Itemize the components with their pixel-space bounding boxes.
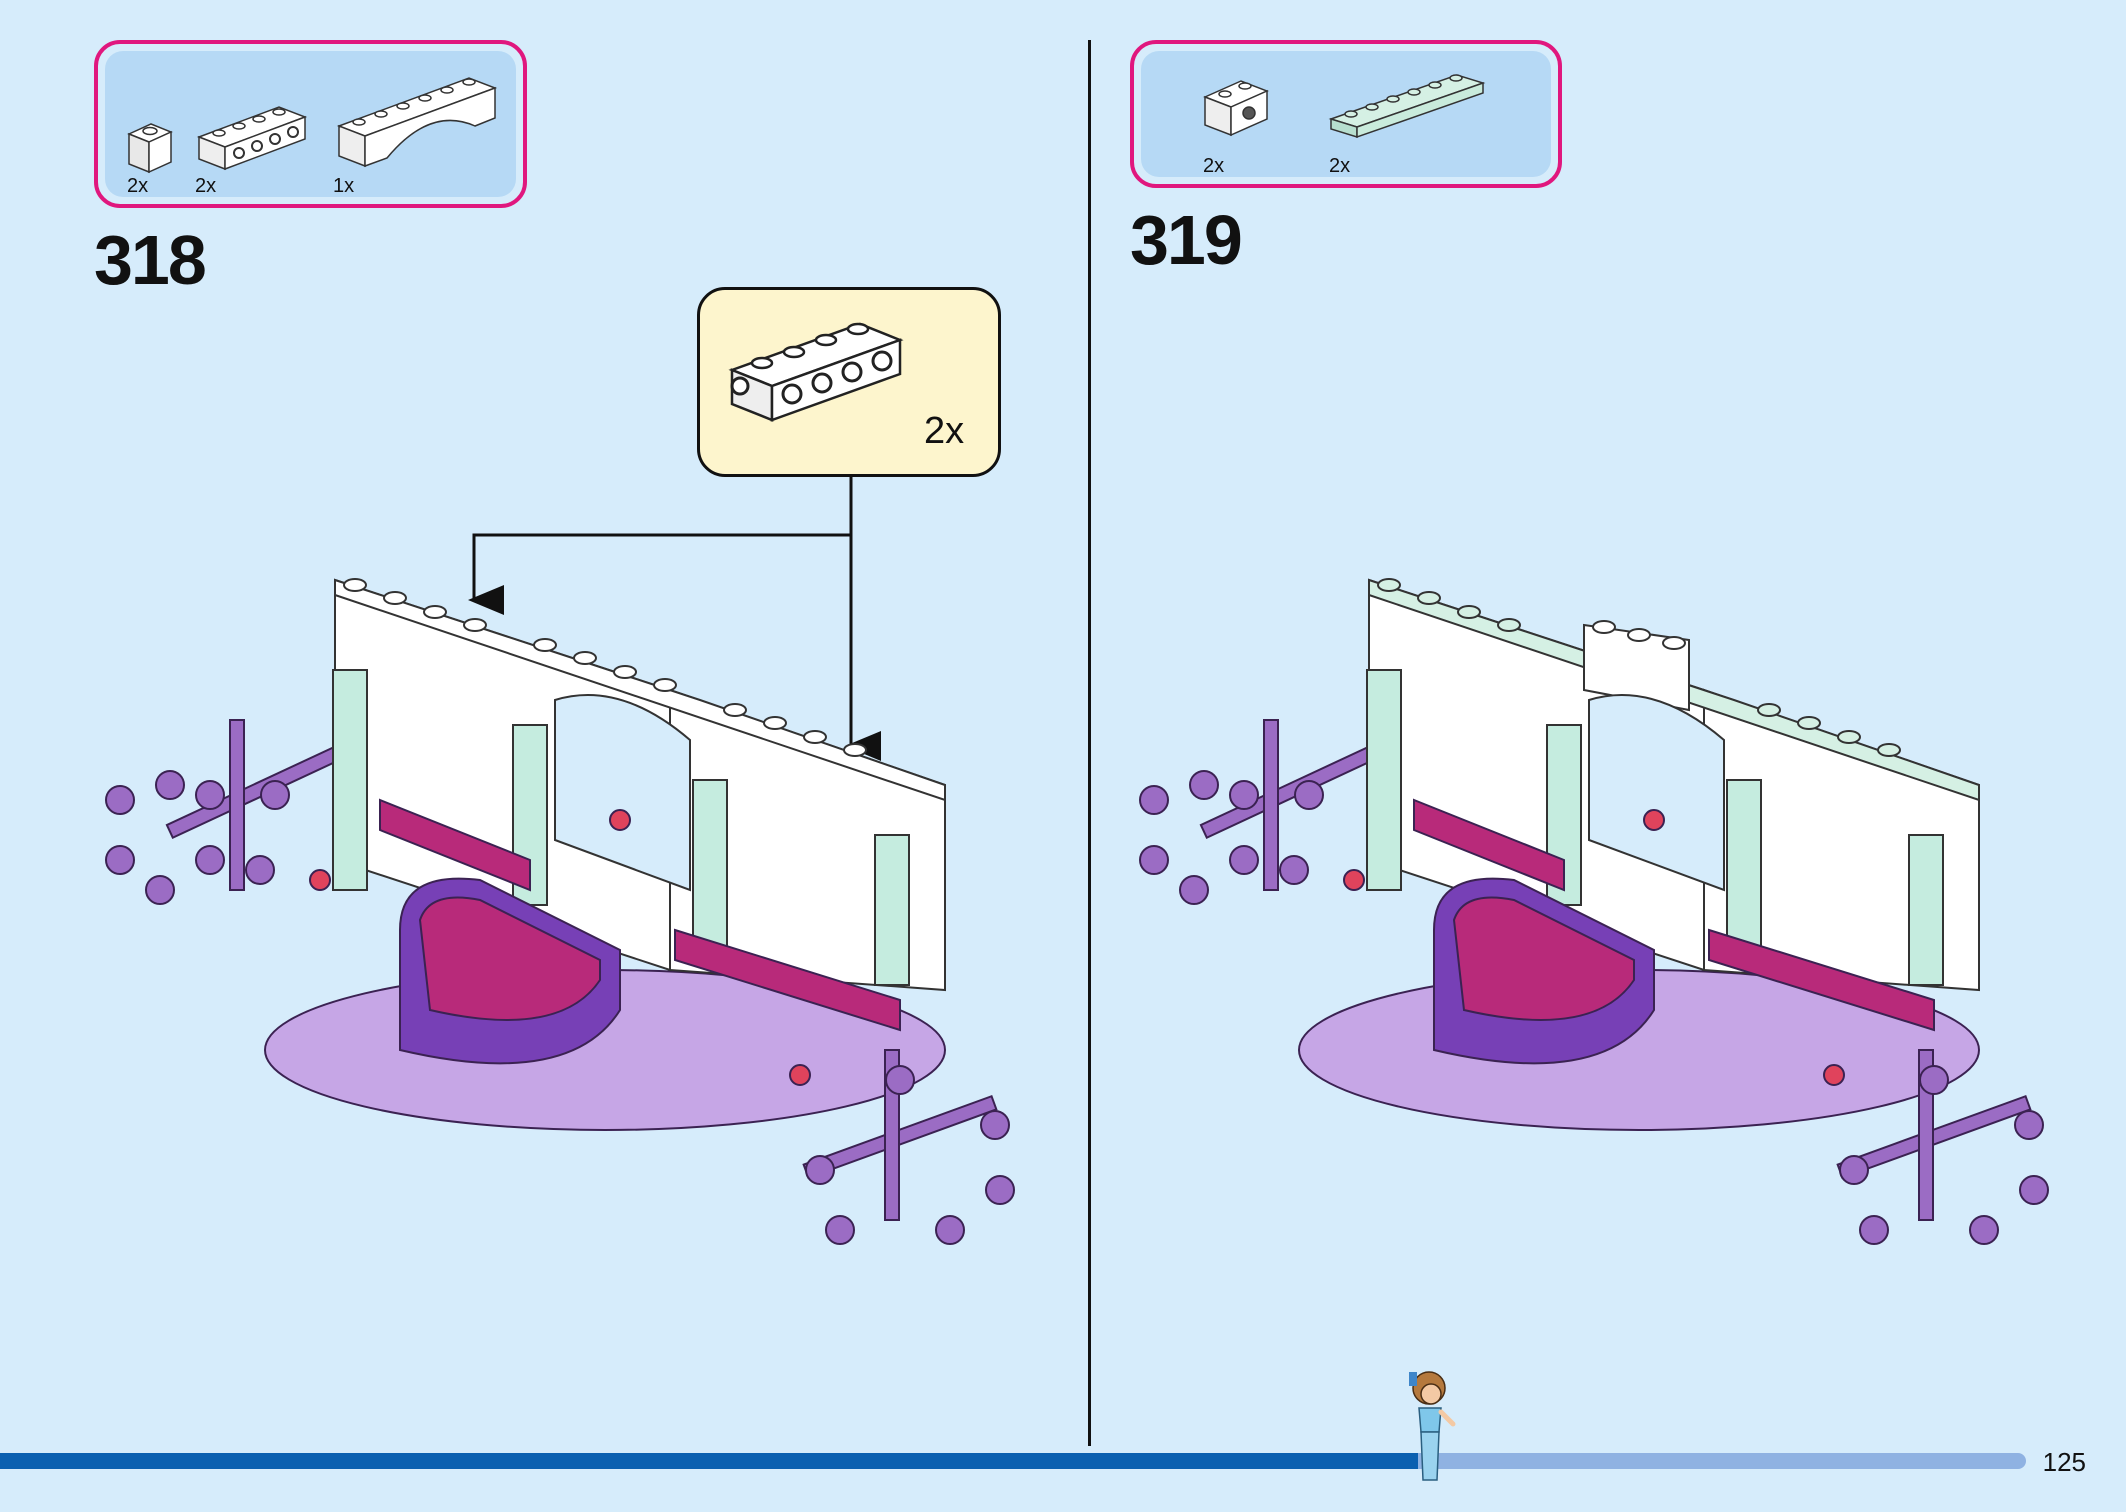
part-qty: 2x [127,175,149,197]
white-1x4-technic-brick-icon [196,106,308,171]
minifigure-progress-marker-icon [1409,1371,1456,1481]
progress-fill [0,1453,1419,1469]
step-number: 319 [1130,201,1243,279]
model-illustration-318 [105,578,1015,1245]
callout-box: 2x [697,287,1001,477]
model-illustration-319 [1139,578,2049,1245]
white-1x4-technic-brick-icon [728,322,904,422]
mint-1x6-plate-icon [1328,74,1486,139]
white-1x2-brick-with-hole-icon [1203,80,1269,137]
parts-panel: 2x 2x [1141,51,1551,177]
step-number: 318 [94,221,207,299]
page-number: 125 [2042,1447,2086,1477]
white-1x1-brick-icon [127,123,173,174]
callout-qty: 2x [924,410,965,452]
white-1x6-arch-icon [336,77,498,168]
page-divider [1088,40,1091,1446]
parts-panel: 2x 2x 1x [105,51,516,197]
part-qty: 2x [195,175,217,197]
part-qty: 2x [1203,155,1225,177]
part-qty: 1x [333,175,355,197]
part-qty: 2x [1329,155,1351,177]
parts-list-318: 2x 2x 1x [94,40,527,208]
parts-list-319: 2x 2x [1130,40,1562,188]
